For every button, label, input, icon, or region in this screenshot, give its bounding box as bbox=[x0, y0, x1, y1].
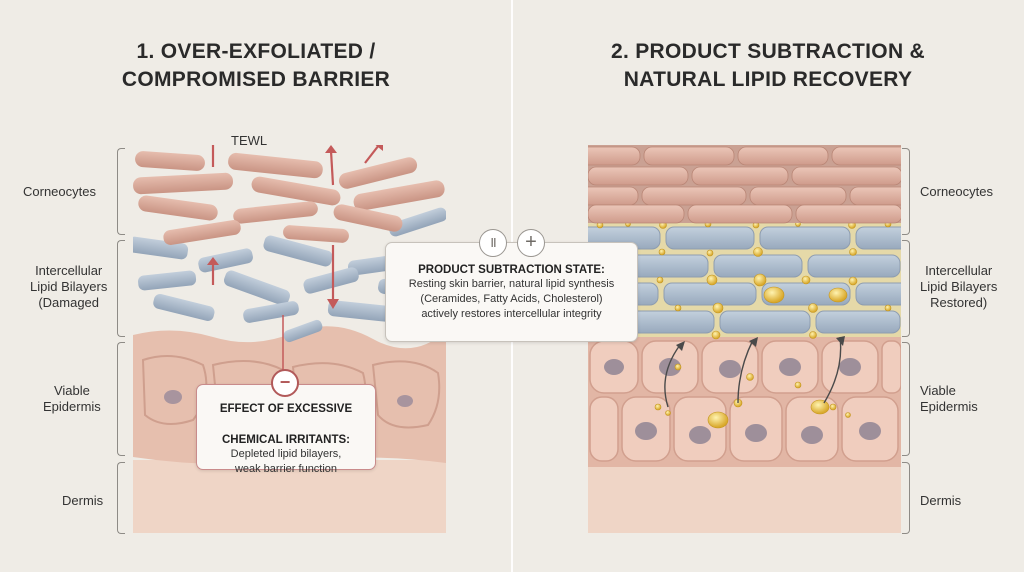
lipid-droplets bbox=[596, 220, 892, 429]
effect-callout: EFFECT OF EXCESSIVE CHEMICAL IRRITANTS: … bbox=[196, 384, 376, 475]
right-viable-line2: Epidermis bbox=[920, 399, 978, 414]
left-title-line1: 1. OVER-EXFOLIATED / bbox=[136, 40, 376, 63]
effect-heading-line2: CHEMICAL IRRITANTS: bbox=[222, 434, 350, 446]
right-label-corneocytes: Corneocytes bbox=[920, 184, 993, 200]
loose-corneocytes bbox=[133, 151, 445, 245]
right-bracket-corneocytes bbox=[902, 148, 910, 235]
left-bracket-viable bbox=[117, 342, 125, 456]
effect-body-line1: Depleted lipid bilayers, bbox=[230, 448, 342, 460]
left-bracket-lipid bbox=[117, 240, 125, 337]
right-dermis-text: Dermis bbox=[920, 493, 962, 508]
left-label-corneocytes: Corneocytes bbox=[23, 184, 96, 200]
left-bracket-corneocytes bbox=[117, 148, 125, 235]
plus-icon: + bbox=[517, 229, 545, 257]
left-bracket-dermis bbox=[117, 462, 125, 534]
left-corneocytes-text: Corneocytes bbox=[23, 184, 96, 199]
right-title-line2: NATURAL LIPID RECOVERY bbox=[623, 68, 913, 91]
minus-icon: − bbox=[271, 369, 299, 397]
tewl-label: TEWL bbox=[231, 133, 268, 148]
dermis-layer bbox=[588, 463, 901, 533]
left-viable-line1: Viable bbox=[53, 383, 90, 398]
left-viable-line2: Epidermis bbox=[43, 399, 101, 414]
pause-glyph: II bbox=[490, 235, 496, 250]
right-label-viable: Viable Epidermis bbox=[920, 383, 978, 415]
right-label-lipid: Intercellular Lipid Bilayers Restored) bbox=[920, 263, 997, 311]
right-title-line1: 2. PRODUCT SUBTRACTION & bbox=[610, 40, 926, 63]
right-lipid-line2: Lipid Bilayers bbox=[920, 279, 998, 294]
right-corneocytes-text: Corneocytes bbox=[920, 184, 993, 199]
left-label-viable: Viable Epidermis bbox=[43, 383, 101, 415]
right-bracket-dermis bbox=[902, 462, 910, 534]
corneocyte-bricks bbox=[588, 146, 901, 224]
left-title-line2: COMPROMISED BARRIER bbox=[121, 68, 391, 91]
left-label-lipid: Intercellular Lipid Bilayers (Damaged bbox=[30, 263, 107, 311]
effect-body-line2: weak barrier function bbox=[234, 463, 338, 475]
product-subtraction-callout: PRODUCT SUBTRACTION STATE: Resting skin … bbox=[385, 242, 638, 342]
state-body-line1: Resting skin barrier, natural lipid synt… bbox=[408, 278, 615, 290]
right-label-dermis: Dermis bbox=[920, 493, 961, 509]
tewl-arrows bbox=[207, 145, 383, 370]
pause-icon: II bbox=[479, 229, 507, 257]
right-viable-line1: Viable bbox=[920, 383, 956, 398]
right-lipid-line3: Restored) bbox=[930, 295, 988, 310]
left-lipid-line1: Intercellular bbox=[35, 263, 103, 278]
dermis-layer bbox=[133, 460, 446, 533]
left-lipid-line2: Lipid Bilayers bbox=[30, 279, 108, 294]
state-heading: PRODUCT SUBTRACTION STATE: bbox=[418, 264, 605, 276]
left-label-dermis: Dermis bbox=[62, 493, 103, 509]
left-dermis-text: Dermis bbox=[62, 493, 104, 508]
plus-glyph: + bbox=[525, 231, 537, 253]
left-title: 1. OVER-EXFOLIATED / COMPROMISED BARRIER bbox=[0, 38, 512, 94]
epidermis-nuclei bbox=[604, 358, 881, 444]
right-lipid-line1: Intercellular bbox=[925, 263, 993, 278]
right-bracket-lipid bbox=[902, 240, 910, 337]
synthesis-arrowheads bbox=[676, 336, 845, 351]
effect-heading-line1: EFFECT OF EXCESSIVE bbox=[219, 403, 353, 415]
state-body-line3: actively restores intercellular integrit… bbox=[421, 308, 602, 320]
left-lipid-line3: (Damaged bbox=[38, 295, 100, 310]
right-title: 2. PRODUCT SUBTRACTION & NATURAL LIPID R… bbox=[512, 38, 1024, 94]
state-body-line2: (Ceramides, Fatty Acids, Cholesterol) bbox=[420, 293, 603, 305]
right-bracket-viable bbox=[902, 342, 910, 456]
